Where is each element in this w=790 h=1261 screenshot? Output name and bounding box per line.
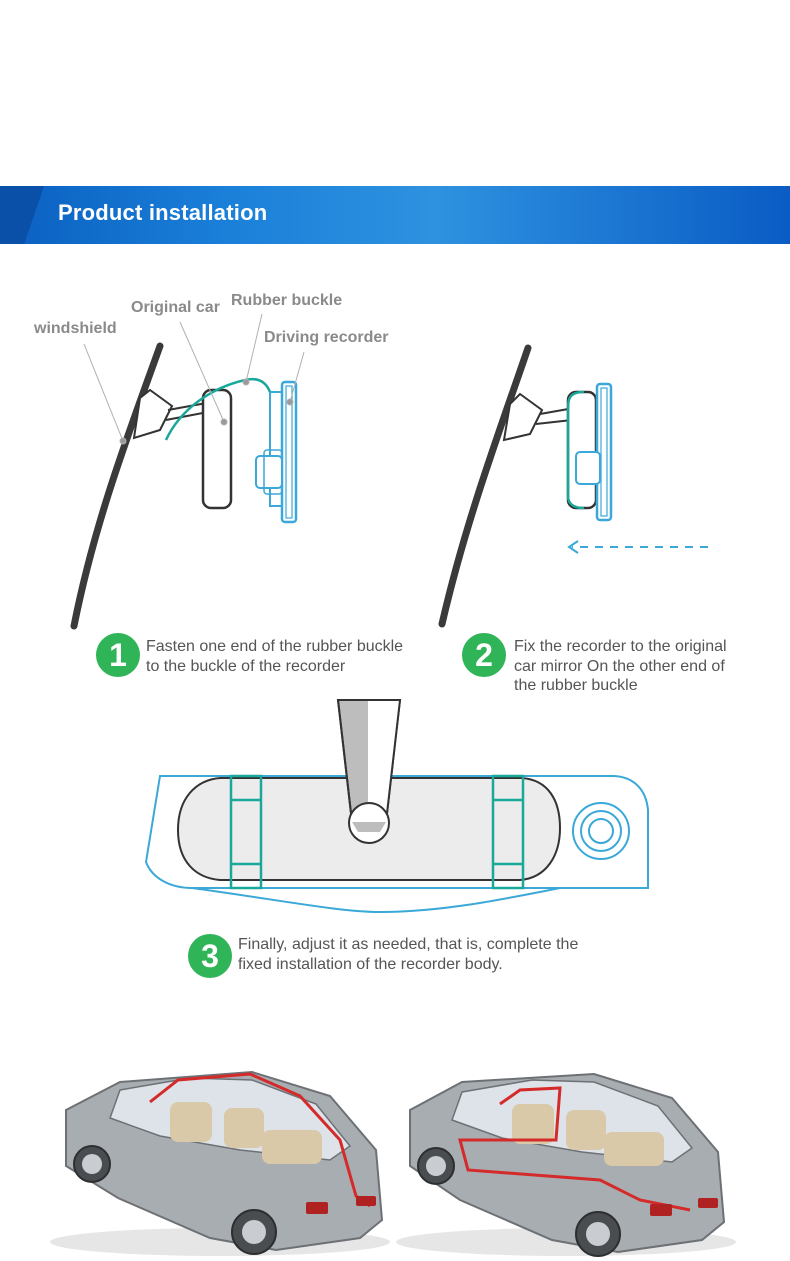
arrow-left-icon bbox=[567, 540, 708, 554]
windshield-glass-icon bbox=[70, 342, 164, 630]
wire-route-icon bbox=[458, 1086, 691, 1212]
diagram-step-1 bbox=[70, 313, 305, 630]
step-2-text: Fix the recorder to the original car mir… bbox=[514, 637, 727, 696]
step-3-line-2: fixed installation of the recorder body. bbox=[238, 955, 503, 973]
section-header-banner: Product installation bbox=[0, 186, 790, 244]
diagram-step-3 bbox=[144, 699, 649, 914]
original-mirror-icon bbox=[566, 390, 598, 510]
mirror-mount-icon bbox=[502, 392, 544, 442]
rubber-buckle-icon bbox=[566, 390, 585, 510]
rubber-buckle-icon bbox=[164, 377, 272, 441]
rubber-buckle-icon bbox=[491, 774, 525, 890]
label-original-car: Original car bbox=[131, 299, 220, 316]
original-mirror-icon bbox=[201, 388, 233, 510]
camera-lens-icon bbox=[572, 802, 630, 860]
step-1-text: Fasten one end of the rubber buckle to t… bbox=[146, 637, 403, 676]
mirror-mount-icon bbox=[132, 388, 174, 440]
step-3-line-1: Finally, adjust it as needed, that is, c… bbox=[238, 936, 579, 953]
step-2-line-2: car mirror On the other end of bbox=[514, 657, 725, 675]
car-left-illustration bbox=[50, 1070, 390, 1256]
wire-route-icon bbox=[149, 1072, 371, 1208]
step-3-text: Finally, adjust it as needed, that is, c… bbox=[238, 935, 578, 974]
step-2-line-3: the rubber buckle bbox=[514, 677, 638, 694]
step-3-badge: 3 bbox=[188, 934, 232, 978]
step-1-line-2: to the buckle of the recorder bbox=[146, 657, 346, 675]
label-driving-recorder: Driving recorder bbox=[264, 329, 389, 346]
label-rubber-buckle: Rubber buckle bbox=[231, 292, 343, 309]
step-2-line-1: Fix the recorder to the original bbox=[514, 638, 727, 655]
driving-recorder-icon bbox=[255, 380, 298, 524]
label-windshield: windshield bbox=[34, 320, 117, 337]
section-title: Product installation bbox=[58, 200, 268, 225]
step-1-badge: 1 bbox=[96, 633, 140, 677]
windshield-glass-icon bbox=[438, 344, 532, 628]
driving-recorder-icon bbox=[575, 382, 613, 522]
rubber-buckle-icon bbox=[229, 774, 263, 890]
diagram-step-2 bbox=[438, 344, 708, 628]
car-right-illustration bbox=[396, 1072, 736, 1257]
step-1-line-1: Fasten one end of the rubber buckle bbox=[146, 638, 404, 655]
step-2-badge: 2 bbox=[462, 633, 506, 677]
